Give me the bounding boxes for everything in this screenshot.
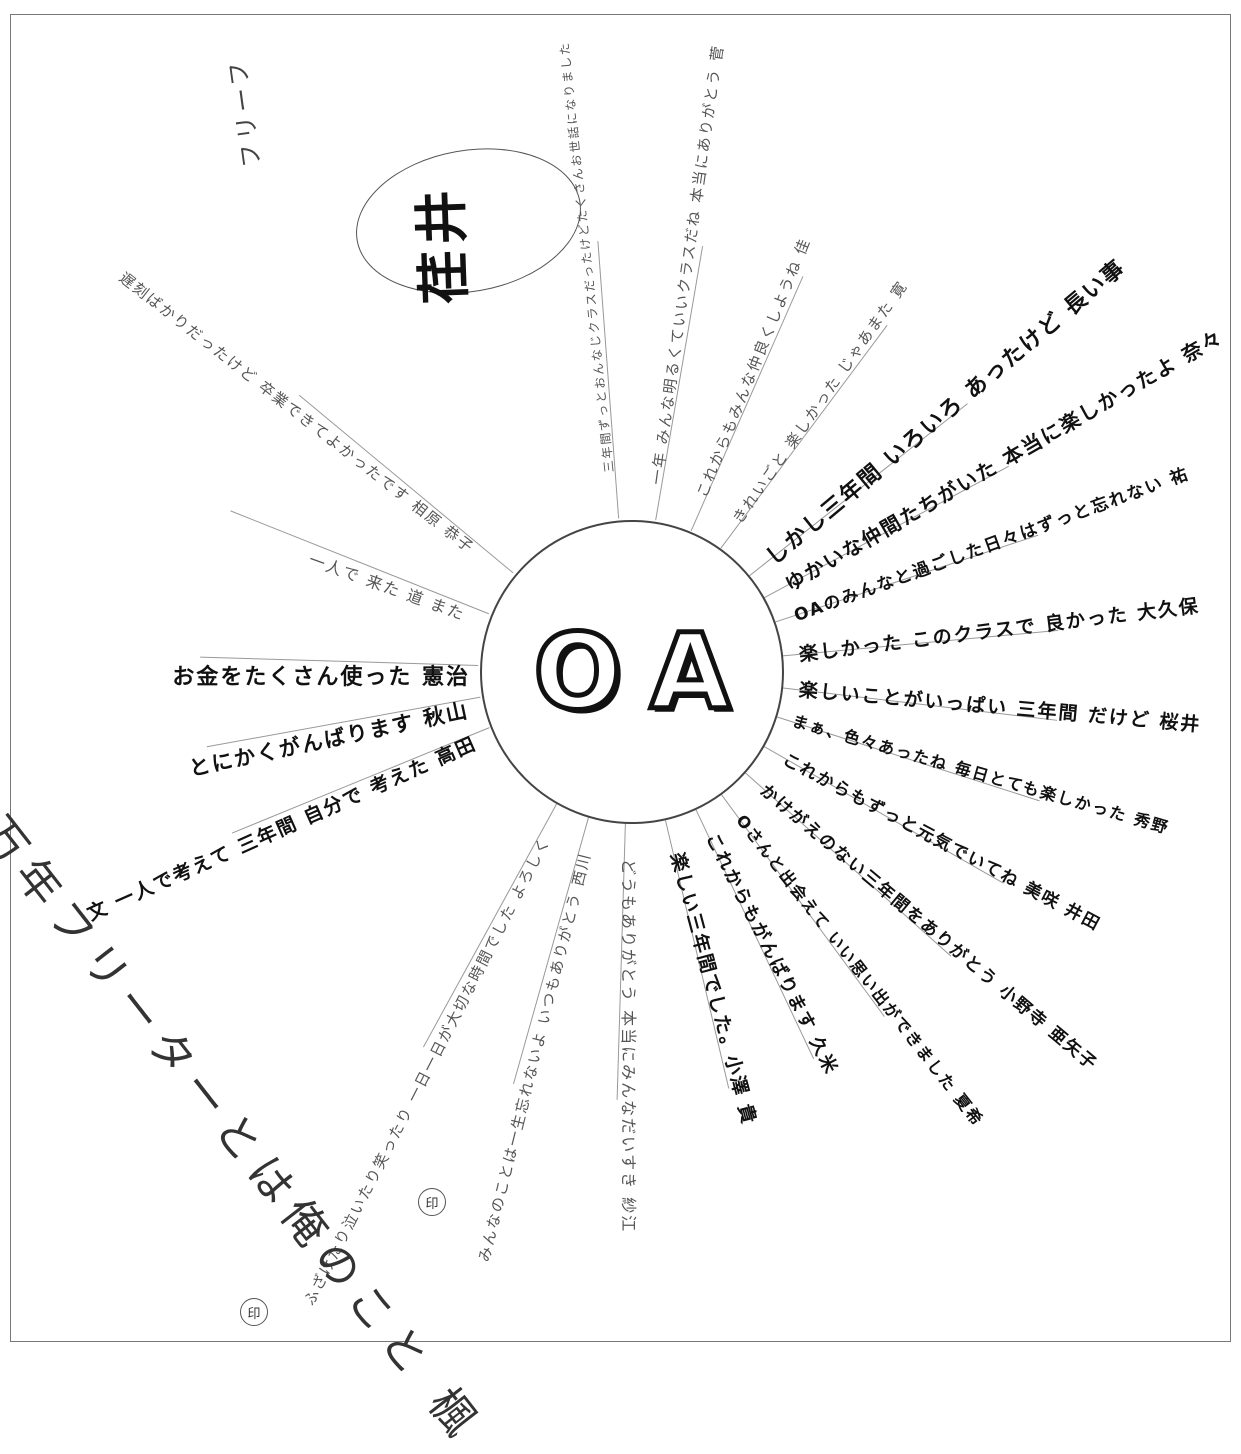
center-circle: O A [480, 520, 784, 824]
stamp-mark: 印 [418, 1188, 446, 1216]
message-16: どうもありがとう 本当にみんなだいすき 紗江 [618, 859, 642, 1233]
stamp-mark: 印 [240, 1298, 268, 1326]
message-19: お金をたくさん使った 憲治 [172, 659, 470, 691]
center-letter-o: O [534, 620, 622, 724]
center-letter-a: A [650, 620, 731, 724]
bubble-name: 荏井 [396, 183, 479, 306]
